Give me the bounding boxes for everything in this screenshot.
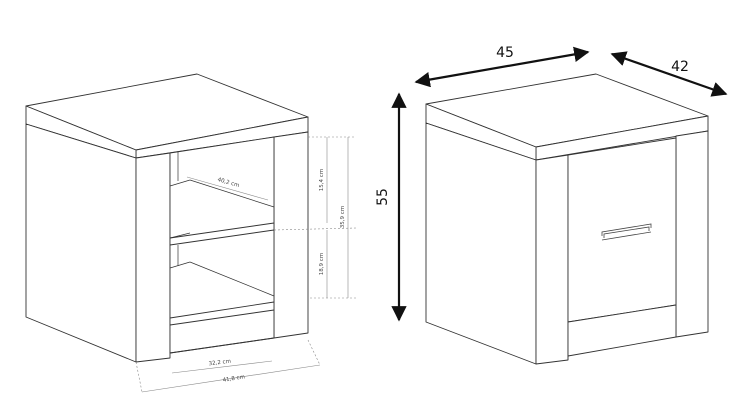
right-front-post <box>675 130 709 338</box>
opening-width-label: 32,2 cm <box>208 359 231 368</box>
width-label: 45 <box>496 45 514 61</box>
left-dimensions <box>135 136 357 393</box>
left-side-panel <box>25 123 137 363</box>
right-front-post <box>273 131 309 339</box>
lower-height-label: 18,9 cm <box>319 253 325 275</box>
upper-height-label: 15,4 cm <box>319 169 325 191</box>
inner-width-label: 40,2 cm <box>217 177 240 189</box>
right-dimensions <box>391 46 728 322</box>
bottom-shelf <box>169 301 275 326</box>
left-front-post <box>535 154 569 365</box>
left-side-panel <box>425 122 537 365</box>
left-front-post <box>135 152 171 363</box>
total-inner-height-label: 35,9 cm <box>340 206 346 228</box>
left-dimension-labels: 40,2 cm 15,4 cm 35,9 cm 18,9 cm 32,2 cm … <box>208 169 346 384</box>
door-handle <box>601 223 652 241</box>
open-nightstand <box>25 73 309 363</box>
plinth <box>567 304 677 357</box>
right-dimension-labels: 45 42 55 <box>375 45 689 206</box>
depth-label: 42 <box>671 59 689 75</box>
outer-width-label: 41,8 cm <box>222 374 245 383</box>
closed-nightstand <box>425 73 709 365</box>
height-label: 55 <box>375 188 391 206</box>
